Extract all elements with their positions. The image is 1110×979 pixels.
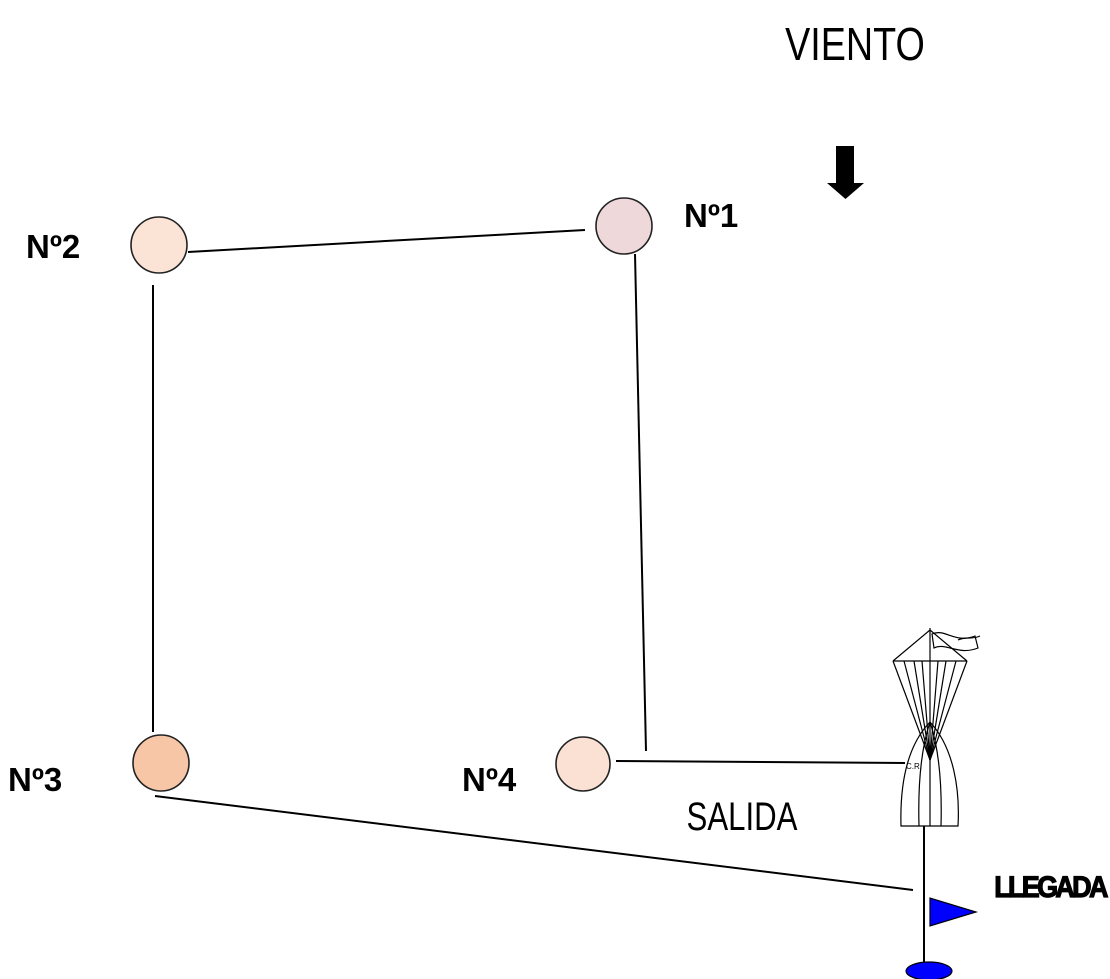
wind-label: VIENTO xyxy=(785,18,925,69)
committee-boat-icon xyxy=(892,628,981,968)
finish-label: LLEGADA xyxy=(994,871,1108,905)
mark-1-buoy xyxy=(595,197,653,255)
mark-4-buoy xyxy=(555,736,611,792)
mark-3-label: Nº3 xyxy=(8,761,62,798)
mark-4-label: Nº4 xyxy=(462,761,517,798)
arrow-down-icon xyxy=(827,146,864,199)
leg-mark-2-to-mark-1 xyxy=(187,229,586,253)
finish-flag-icon xyxy=(905,897,979,979)
mark-1-label: Nº1 xyxy=(684,197,738,234)
finish-leg-mark-3 xyxy=(154,795,914,891)
mark-3-buoy xyxy=(132,734,190,792)
mark-2-buoy xyxy=(130,216,188,274)
committee-boat-label: C.R. xyxy=(906,762,922,771)
leg-mark-1-to-mark-4 xyxy=(634,253,647,752)
start-line xyxy=(615,760,906,764)
mark-2-label: Nº2 xyxy=(26,228,80,265)
start-label: SALIDA xyxy=(687,794,798,839)
